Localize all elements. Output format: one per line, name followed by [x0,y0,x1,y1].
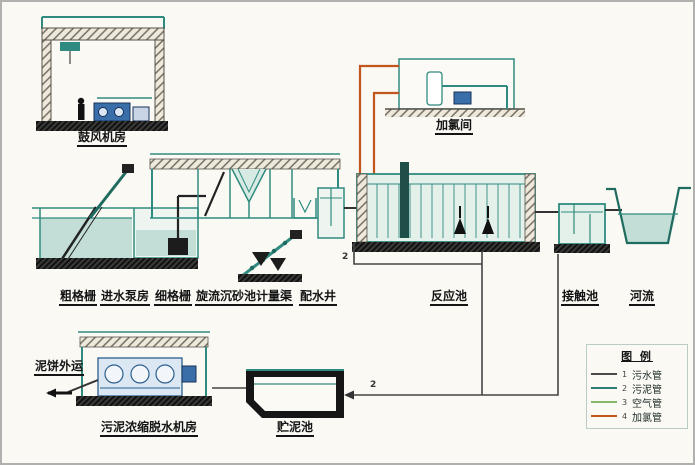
pipe-tag-reaction-outlet: 2 [342,252,349,262]
chlorine-pipe [358,64,399,174]
sludge-pipe-line-icon [591,387,617,389]
mixer-icon [482,206,494,234]
sludge-storage-tank-drawing [246,369,344,418]
reaction-tank-drawing [352,162,559,252]
label-coarse-screen: 粗格栅 [58,289,98,306]
standpipe-icon [400,162,409,238]
legend-label-sludge: 污泥管 [632,384,662,396]
blower-unit-icon [93,97,152,122]
pipe-tag-storage-inlet: 2 [370,380,377,390]
screen-grit-building-drawing [149,153,341,219]
chlorine-pipe-line-icon [591,415,617,417]
person-icon [77,97,85,120]
river-drawing [606,186,691,245]
label-blower-room: 鼓风机房 [76,130,128,147]
legend-label-air: 空气管 [632,398,662,410]
inlet-pump-icon [168,194,206,255]
grit-classifier-drawing [238,230,302,282]
sewage-pipe-line-icon [591,373,617,375]
grit-funnel-icon [231,168,267,218]
legend-label-chlorine: 加氯管 [632,412,662,424]
label-sludge-storage-tank: 贮泥池 [275,420,315,437]
dosing-pump-icon [453,91,472,105]
label-distribution-well: 配水井 [298,289,338,306]
fine-screen-icon [203,171,226,217]
air-pipe-line-icon [591,401,617,403]
mixer-icon [454,206,466,234]
label-chlorination-room: 加氯间 [434,118,474,135]
blower-room-drawing [36,16,168,131]
legend-row-sewage: 1 污水管 [591,367,683,382]
grit-hopper-icon [270,258,286,271]
inlet-works-drawing [32,164,206,269]
legend-row-chlorine: 4 加氯管 [591,409,683,424]
chlorination-room-drawing [358,58,525,174]
belt-press-icon [97,357,197,397]
chlorine-pipe [372,91,399,174]
legend-row-air: 3 空气管 [591,395,683,410]
grit-hopper-icon [252,252,270,266]
chlorine-cylinder-icon [426,71,443,106]
label-metering-channel: 计量渠 [254,289,294,306]
legend: 图 例 1 污水管 2 污泥管 3 空气管 4 加氯管 [586,344,688,429]
label-fine-screen: 细格栅 [153,289,193,306]
contact-tank-drawing [554,203,622,253]
label-contact-tank: 接触池 [560,289,600,306]
legend-pipe-number: 1 [621,369,628,379]
legend-label-sewage: 污水管 [632,370,662,382]
legend-pipe-number: 2 [621,383,628,393]
sludge-pipe-drawing [344,244,559,400]
metering-flume-icon [293,198,317,219]
legend-row-sludge: 2 污泥管 [591,381,683,396]
crane-trolley-icon [60,42,80,51]
distribution-well-drawing [317,187,357,239]
legend-pipe-number: 4 [621,411,628,421]
flow-arrow-icon [344,390,354,400]
dewatering-room-drawing [46,331,246,406]
screenings-conveyor-icon [88,164,134,219]
label-sludge-dewatering-room: 污泥浓缩脱水机房 [99,420,199,437]
legend-title: 图 例 [621,350,653,363]
label-sludge-cake-transport: 泥饼外运 [33,359,85,376]
label-reaction-tank: 反应池 [429,289,469,306]
label-river: 河流 [628,289,656,306]
label-inlet-pump-house: 进水泵房 [99,289,151,306]
label-vortex-grit-chamber: 旋流沉砂池 [194,289,258,306]
cake-out-arrow-icon [46,388,72,398]
legend-pipe-number: 3 [621,397,628,407]
